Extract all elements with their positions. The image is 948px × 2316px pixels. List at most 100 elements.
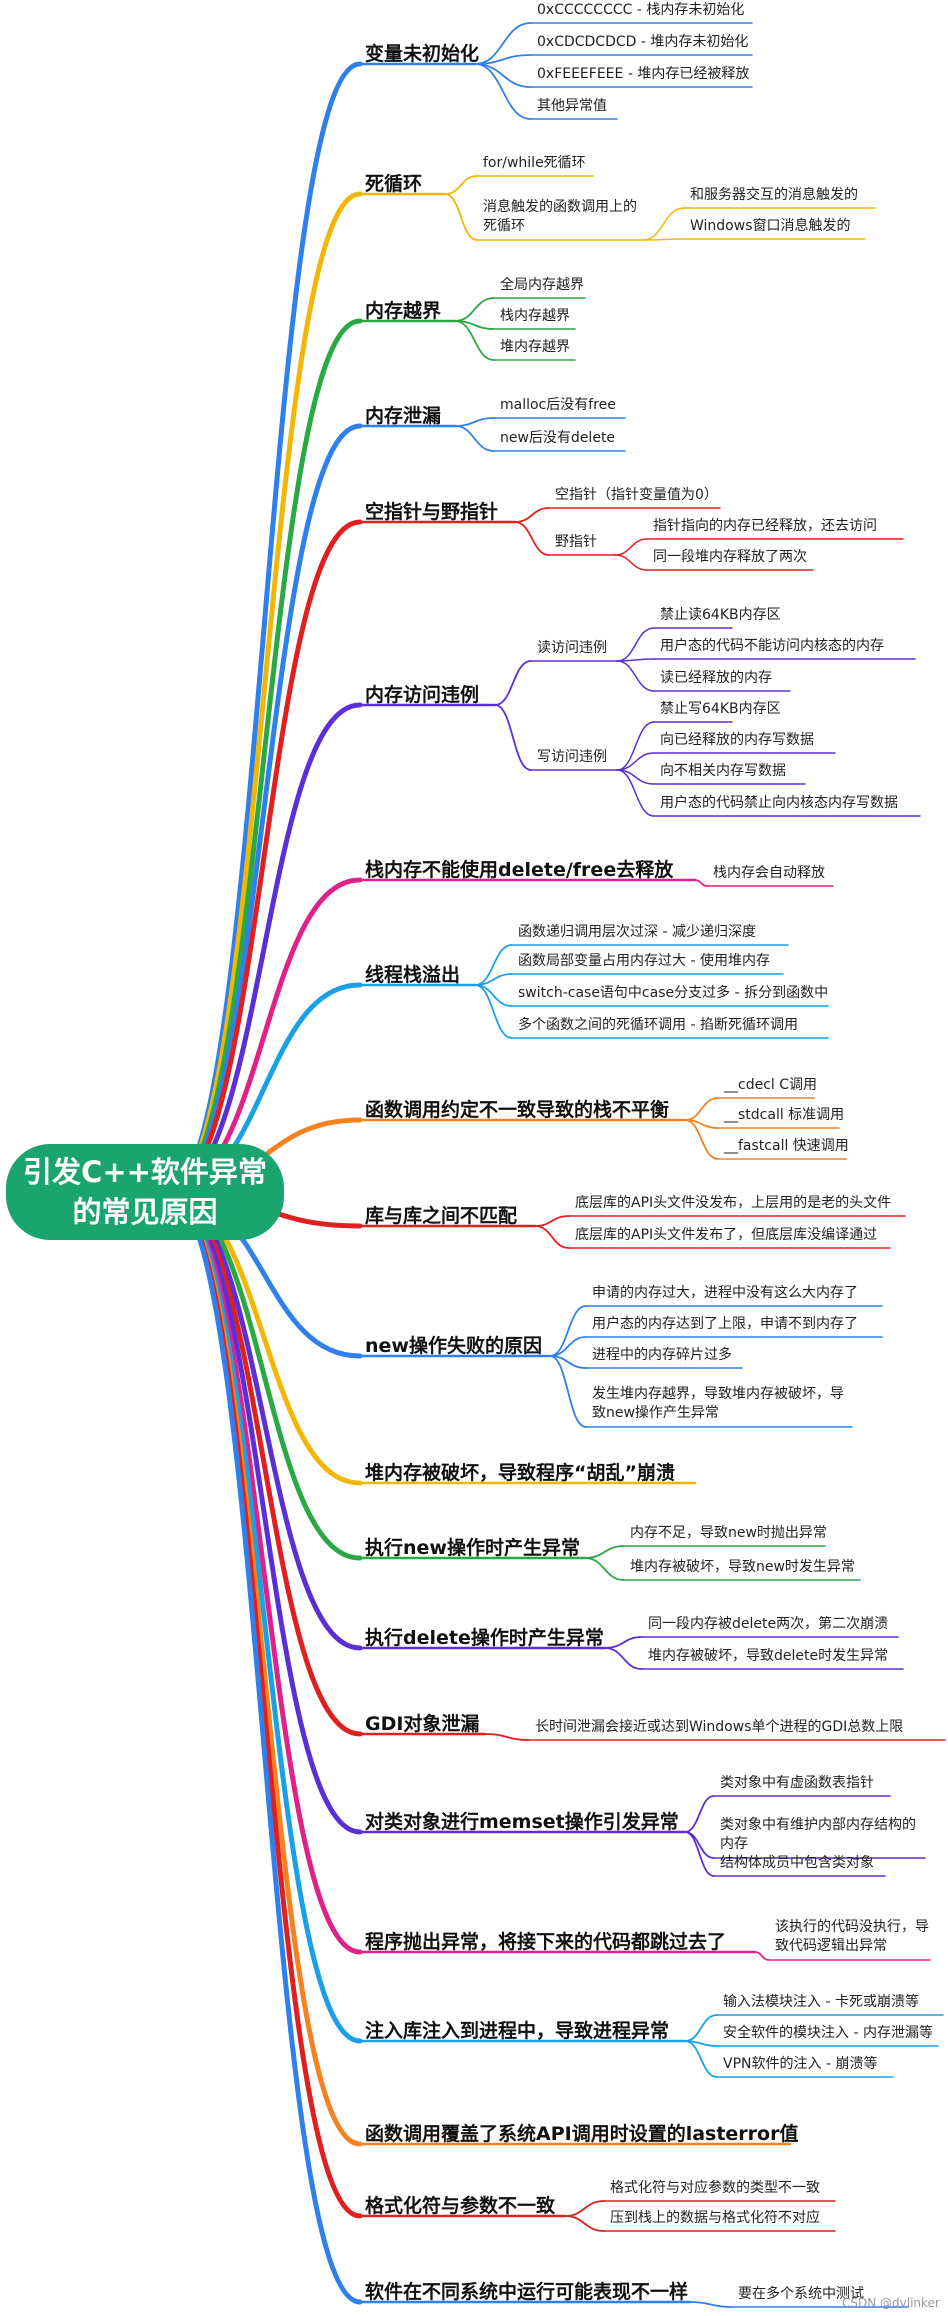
topic-label[interactable]: 线程栈溢出 [365,964,461,986]
topic-label[interactable]: 堆内存被破坏，导致程序“胡乱”崩溃 [365,1462,675,1484]
item-label[interactable]: __cdecl C调用 [724,1077,818,1093]
topic-label[interactable]: new操作失败的原因 [365,1335,542,1357]
item-line [494,660,532,706]
topic-label[interactable]: 栈内存不能使用delete/free去释放 [365,859,674,881]
topic-label[interactable]: 软件在不同系统中运行可能表现不一样 [365,2281,689,2303]
item-line [604,1636,643,1649]
root-node[interactable]: 引发C++软件异常的常见原因 [6,1144,284,1240]
sub-line [614,538,648,556]
topic-label[interactable]: 内存泄漏 [365,405,442,427]
item-label[interactable]: 读访问违例 [537,640,607,656]
topic-label[interactable]: 变量未初始化 [365,43,480,65]
item-label[interactable]: 格式化符与对应参数的类型不一致 [610,2180,820,2196]
item-label[interactable]: 压到栈上的数据与格式化符不对应 [610,2210,820,2226]
item-label[interactable]: 进程中的内存碎片过多 [592,1347,732,1363]
item-label[interactable]: 要在多个系统中测试 [738,2286,864,2302]
item-line [444,193,478,241]
item-label[interactable]: 堆内存越界 [500,339,570,355]
item-line [514,507,550,523]
item-line [549,1305,587,1357]
trunk-line [165,1189,363,2044]
sub-line [614,554,648,571]
item-line [474,63,532,120]
item-line [474,63,532,88]
item-label[interactable]: 0xCCCCCCCC - 栈内存未初始化 [537,2,745,18]
item-line [454,320,495,361]
item-label[interactable]: switch-case语句中case分支过多 - 拆分到函数中 [518,985,829,1001]
item-line [584,1557,625,1581]
topic-label[interactable]: 内存访问违例 [365,684,480,706]
item-line [684,2014,718,2042]
topic-label[interactable]: 注入库注入到进程中，导致进程异常 [365,2020,670,2042]
item-label[interactable]: 内存不足，导致new时抛出异常 [630,1525,827,1541]
item-label[interactable]: 安全软件的模块注入 - 内存泄漏等 [723,2025,933,2041]
item-line [684,1097,719,1121]
topic-label[interactable]: 空指针与野指针 [365,501,499,523]
trunk-line [165,1189,363,2219]
topic-label[interactable]: 死循环 [365,173,423,195]
item-label[interactable]: 函数局部变量占用内存过大 - 使用堆内存 [518,953,770,969]
item-label[interactable]: __stdcall 标准调用 [724,1107,845,1123]
sub-item-label[interactable]: 禁止写64KB内存区 [660,701,781,717]
item-label[interactable]: VPN软件的注入 - 崩溃等 [723,2056,878,2072]
topic-label[interactable]: 函数调用覆盖了系统API调用时设置的lasterror值 [365,2123,799,2145]
sub-item-label[interactable]: 指针指向的内存已经释放，还去访问 [653,518,877,534]
sub-item-label[interactable]: 用户态的代码禁止向内核态内存写数据 [660,795,898,811]
sub-line [616,627,655,662]
item-label[interactable]: 底层库的API头文件没发布，上层用的是老的头文件 [575,1195,892,1211]
item-label[interactable]: 底层库的API头文件发布了，但底层库没编译通过 [575,1227,878,1243]
item-label[interactable]: 长时间泄漏会接近或达到Windows单个进程的GDI总数上限 [535,1719,904,1735]
item-label[interactable]: 0xFEEEFEEE - 堆内存已经被释放 [537,66,750,82]
topic-label[interactable]: 库与库之间不匹配 [365,1205,518,1227]
item-label[interactable]: new后没有delete [500,430,616,446]
item-label[interactable]: 该执行的代码没执行，导致代码逻辑出异常 [775,1919,929,1954]
sub-item-label[interactable]: Windows窗口消息触发的 [690,218,851,234]
item-line [684,1795,715,1833]
item-label[interactable]: 发生堆内存越界，导致堆内存被破坏，导致new操作产生异常 [592,1386,844,1421]
topic-label[interactable]: 执行delete操作时产生异常 [365,1627,604,1649]
item-line [684,2040,718,2078]
item-label[interactable]: 类对象中有维护内部内存结构的内存 [720,1817,916,1852]
sub-item-label[interactable]: 和服务器交互的消息触发的 [690,187,858,203]
item-label[interactable]: 结构体成员中包含类对象 [720,1855,874,1871]
item-label[interactable]: 同一段内存被delete两次，第二次崩溃 [648,1616,889,1632]
item-label[interactable]: 全局内存越界 [500,277,584,293]
item-label[interactable]: 输入法模块注入 - 卡死或崩溃等 [723,1994,919,2010]
item-label[interactable]: for/while死循环 [483,155,586,171]
item-line [454,425,495,452]
item-line [454,297,495,322]
item-label[interactable]: 函数递归调用层次过深 - 减少递归深度 [518,924,756,940]
item-label[interactable]: 野指针 [555,534,597,550]
item-label[interactable]: 空指针（指针变量值为0） [555,487,718,503]
sub-item-label[interactable]: 同一段堆内存释放了两次 [653,549,807,565]
sub-item-label[interactable]: 向不相关内存写数据 [660,763,786,779]
item-label[interactable]: 消息触发的函数调用上的死循环 [483,199,637,234]
item-label[interactable]: malloc后没有free [500,397,616,413]
topic-label[interactable]: 格式化符与参数不一致 [365,2195,556,2217]
item-label[interactable]: 其他异常值 [537,98,607,114]
sub-line [642,238,685,241]
item-label[interactable]: 堆内存被破坏，导致delete时发生异常 [648,1648,889,1664]
sub-item-label[interactable]: 禁止读64KB内存区 [660,607,781,623]
item-label[interactable]: 写访问违例 [537,749,607,765]
topic-label[interactable]: 内存越界 [365,300,442,322]
topic-label[interactable]: 执行new操作时产生异常 [365,1537,580,1559]
item-label[interactable]: 多个函数之间的死循环调用 - 掐断死循环调用 [518,1017,798,1033]
topic-label[interactable]: GDI对象泄漏 [365,1713,480,1735]
item-label[interactable]: 栈内存越界 [500,308,570,324]
item-line [564,2215,605,2232]
item-label[interactable]: 堆内存被破坏，导致new时发生异常 [630,1559,855,1575]
item-label[interactable]: 0xCDCDCDCD - 堆内存未初始化 [537,34,749,50]
sub-item-label[interactable]: 用户态的代码不能访问内核态的内存 [660,638,884,654]
item-label[interactable]: __fastcall 快速调用 [724,1138,849,1154]
topic-label[interactable]: 对类对象进行memset操作引发异常 [365,1811,679,1833]
topic-label[interactable]: 函数调用约定不一致导致的栈不平衡 [365,1099,670,1121]
item-label[interactable]: 用户态的内存达到了上限，申请不到内存了 [592,1316,858,1332]
topic-label[interactable]: 程序抛出异常，将接下来的代码都跳过去了 [365,1931,727,1953]
sub-item-label[interactable]: 读已经释放的内存 [660,670,772,686]
item-label[interactable]: 类对象中有虚函数表指针 [720,1775,874,1791]
sub-line [642,207,685,241]
item-label[interactable]: 申请的内存过大，进程中没有这么大内存了 [592,1285,858,1301]
sub-item-label[interactable]: 向已经释放的内存写数据 [660,732,814,748]
item-label[interactable]: 栈内存会自动释放 [713,865,825,881]
